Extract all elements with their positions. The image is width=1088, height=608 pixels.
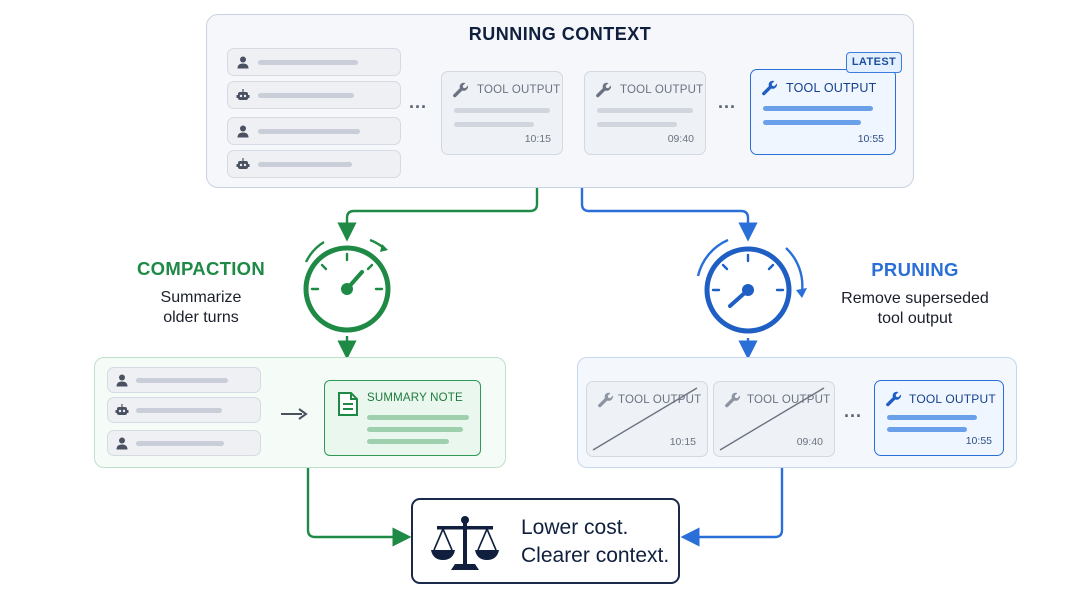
- compaction-title: COMPACTION: [136, 258, 266, 279]
- latest-tool-output-card: TOOL OUTPUT 10:55: [750, 69, 896, 155]
- pruning-description-line: tool output: [877, 310, 953, 327]
- assistant-message: [227, 150, 401, 178]
- user-message: [227, 117, 401, 145]
- tool-output-label: TOOL OUTPUT: [618, 394, 702, 406]
- strikethrough-icon: [719, 387, 825, 451]
- robot-icon: [115, 404, 129, 415]
- result-line: Lower cost.: [521, 516, 629, 539]
- gauge-icon: [303, 238, 391, 333]
- tool-output-label: TOOL OUTPUT: [477, 84, 561, 96]
- wrench-icon: [598, 392, 614, 408]
- robot-icon: [236, 158, 250, 169]
- tool-output-label: TOOL OUTPUT: [786, 81, 877, 95]
- wrench-icon: [453, 82, 469, 98]
- compaction-description: Summarize older turns: [120, 288, 282, 328]
- summary-note-card: SUMMARY NOTE: [324, 380, 481, 456]
- pruned-tool-output-card: TOOL OUTPUT 09:40: [713, 381, 835, 457]
- user-icon: [237, 125, 249, 138]
- summary-note-label: SUMMARY NOTE: [367, 392, 463, 404]
- assistant-message: [107, 397, 261, 423]
- running-context-title: RUNNING CONTEXT: [468, 24, 652, 44]
- result-box: Lower cost. Clearer context.: [411, 498, 680, 584]
- wrench-icon: [725, 392, 741, 408]
- robot-icon: [236, 89, 250, 100]
- pruning-description: Remove superseded tool output: [810, 289, 1020, 329]
- result-line: Clearer context.: [521, 544, 670, 567]
- user-message: [107, 367, 261, 393]
- user-icon: [237, 56, 249, 69]
- ellipsis: ...: [409, 92, 428, 112]
- wrench-icon: [762, 80, 778, 96]
- strikethrough-icon: [592, 387, 698, 451]
- compaction-description-line: older turns: [163, 309, 239, 326]
- wrench-icon: [886, 391, 902, 407]
- ellipsis: ...: [844, 401, 863, 421]
- tool-output-time: 09:40: [667, 133, 694, 145]
- latest-badge: LATEST: [846, 52, 902, 73]
- ellipsis: ...: [718, 92, 737, 112]
- document-icon: [338, 392, 358, 416]
- wrench-icon: [596, 82, 612, 98]
- pruning-title: PRUNING: [871, 259, 959, 280]
- compaction-description-line: Summarize: [160, 289, 242, 306]
- tool-output-card: TOOL OUTPUT 09:40: [584, 71, 706, 155]
- tool-output-label: TOOL OUTPUT: [909, 392, 996, 406]
- tool-output-time: 10:55: [857, 133, 884, 145]
- tool-output-time: 09:40: [796, 436, 823, 448]
- user-icon: [116, 437, 128, 450]
- pruned-tool-output-card: TOOL OUTPUT 10:15: [586, 381, 708, 457]
- user-message: [227, 48, 401, 76]
- tool-output-time: 10:15: [669, 436, 696, 448]
- arrow-right-icon: [281, 408, 308, 420]
- user-message: [107, 430, 261, 456]
- tool-output-card: TOOL OUTPUT 10:15: [441, 71, 563, 155]
- pruning-description-line: Remove superseded: [841, 290, 989, 307]
- scale-icon: [431, 516, 499, 570]
- latest-tool-output-card: TOOL OUTPUT 10:55: [874, 380, 1004, 456]
- assistant-message: [227, 81, 401, 109]
- tool-output-time: 10:55: [965, 435, 992, 447]
- tool-output-label: TOOL OUTPUT: [620, 84, 704, 96]
- gauge-icon: [696, 238, 807, 334]
- user-icon: [116, 374, 128, 387]
- tool-output-time: 10:15: [524, 133, 551, 145]
